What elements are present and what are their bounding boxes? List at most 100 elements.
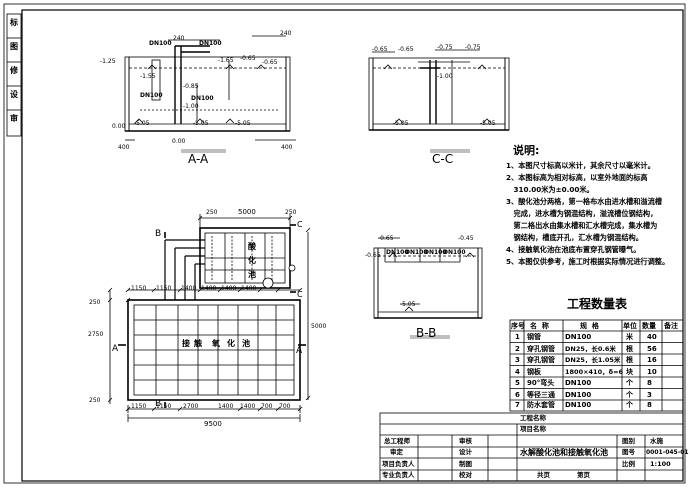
plan-view [107, 214, 311, 422]
dim-label: 1150 [131, 403, 147, 410]
tank-label: 氧 [212, 339, 220, 348]
tb-label: 工程名称 [520, 414, 546, 422]
table-cell: 个 [626, 379, 633, 387]
dim-label: 1400 [241, 285, 257, 292]
table-cell: 穿孔钢管 [527, 356, 555, 364]
table-cell: 3 [647, 390, 652, 399]
table-cell: 8 [647, 379, 652, 387]
tb-label: 审核 [459, 437, 472, 445]
table-cell: 根 [626, 356, 633, 364]
dim-label: 1150 [131, 285, 147, 292]
section-mark: C [297, 290, 303, 299]
pipe-label: DN100 [405, 249, 428, 256]
table-cell: 8 [647, 401, 652, 409]
elev-label: -0.65 [378, 235, 394, 242]
side-label: 修 [10, 66, 18, 75]
table-cell: 个 [626, 401, 633, 409]
table-cell: 钢管 [527, 333, 541, 341]
pipe-label: DN100 [386, 249, 409, 256]
tb-label: 设计 [459, 448, 472, 456]
dim-label: 250 [89, 299, 101, 306]
dim-label: 240 [173, 35, 185, 42]
table-cell: 5 [515, 379, 520, 387]
tb-label: 项目负责人 [382, 460, 415, 468]
quantity-table [509, 319, 684, 412]
table-cell: DN100 [565, 333, 592, 341]
tb-label: 共页 [537, 471, 550, 479]
table-cell: 6 [515, 390, 520, 399]
dim-label: 250 [285, 209, 297, 216]
table-cell: 根 [626, 344, 633, 353]
note-line: 4、接触氧化池在池底布置穿孔钢管曝气。 [506, 245, 641, 254]
dim-label: 1400 [240, 403, 256, 410]
table-header: 序号 [511, 322, 525, 330]
tb-value: 0001-045-01 [646, 449, 689, 456]
elev-label: -0.45 [458, 235, 474, 242]
elev-label: -5.05 [393, 120, 409, 127]
elev-label: -0.65 [262, 59, 278, 66]
title-block [379, 412, 684, 482]
table-cell: 防水套管 [527, 401, 555, 409]
section-mark: A [112, 344, 119, 354]
dim-label: 240 [280, 30, 292, 37]
table-cell: 块 [626, 367, 633, 376]
section-b-b [373, 237, 483, 339]
section-mark: C [297, 220, 303, 229]
section-title: A-A [188, 152, 209, 166]
outer-frame [3, 3, 686, 484]
pipe-label: DN100 [424, 249, 447, 256]
table-cell: 穿孔钢管 [527, 344, 555, 353]
section-mark: B [155, 229, 162, 239]
table-cell: 钢板 [527, 367, 541, 376]
table-cell: 个 [626, 390, 633, 399]
elev-label: -5.05 [134, 120, 150, 127]
table-header: 单位 [623, 322, 637, 330]
note-line: 第二格出水由集水槽和汇水槽完成，集水槽为 [506, 221, 658, 230]
elev-label: 0.00 [112, 123, 126, 130]
tb-label: 校对 [459, 471, 472, 479]
dim-label: 2700 [183, 403, 199, 410]
tb-label: 总工程师 [384, 437, 410, 445]
dim-label: 1400 [221, 285, 237, 292]
elev-label: -5.05 [235, 120, 251, 127]
note-line: 完成，进水槽为钢混结构，溢流槽位钢结构， [506, 209, 658, 218]
dim-label: 1400 [181, 285, 197, 292]
pipe-label: DN100 [443, 249, 466, 256]
table-cell: DN100 [565, 390, 592, 399]
elev-label: -1.65 [218, 57, 234, 64]
elev-label: -0.65 [398, 46, 414, 53]
pipe-label: DN100 [191, 95, 214, 102]
section-mark: B [155, 399, 162, 409]
section-title: B-B [416, 326, 437, 340]
table-cell: 3 [515, 356, 520, 364]
tank-label: 池 [248, 270, 256, 279]
table-cell: 4 [515, 367, 520, 376]
dim-label: 5000 [311, 323, 327, 330]
note-line: 1、本图尺寸标高以米计，其余尺寸以毫米计。 [506, 161, 655, 170]
table-header: 备注 [664, 322, 678, 330]
elev-label: -1.00 [437, 73, 453, 80]
dim-label: 400 [118, 144, 130, 151]
note-line: 2、本图标高为相对标高，以室外地面的标高 [506, 173, 648, 182]
elev-label: -5.05 [193, 120, 209, 127]
table-cell: DN100 [565, 401, 592, 409]
tank-label: 化 [227, 339, 235, 348]
table-cell: 2 [515, 344, 520, 353]
dim-label: 2750 [88, 331, 104, 338]
section-c-c [368, 49, 510, 153]
table-cell: 40 [647, 333, 657, 341]
side-label: 审 [10, 114, 18, 123]
tb-label: 图别 [622, 437, 635, 445]
tb-label: 制图 [459, 460, 472, 468]
notes-heading: 说明: [513, 144, 540, 157]
dim-label: 1400 [218, 403, 234, 410]
tb-label: 图号 [622, 448, 635, 456]
tank-label: 化 [248, 256, 256, 265]
dim-label: 1150 [156, 285, 172, 292]
side-label: 图 [10, 42, 18, 51]
table-header: 数量 [642, 322, 656, 330]
dim-label: 250 [206, 209, 218, 216]
pipe-label: DN100 [199, 40, 222, 47]
dim-label: 1400 [201, 285, 217, 292]
